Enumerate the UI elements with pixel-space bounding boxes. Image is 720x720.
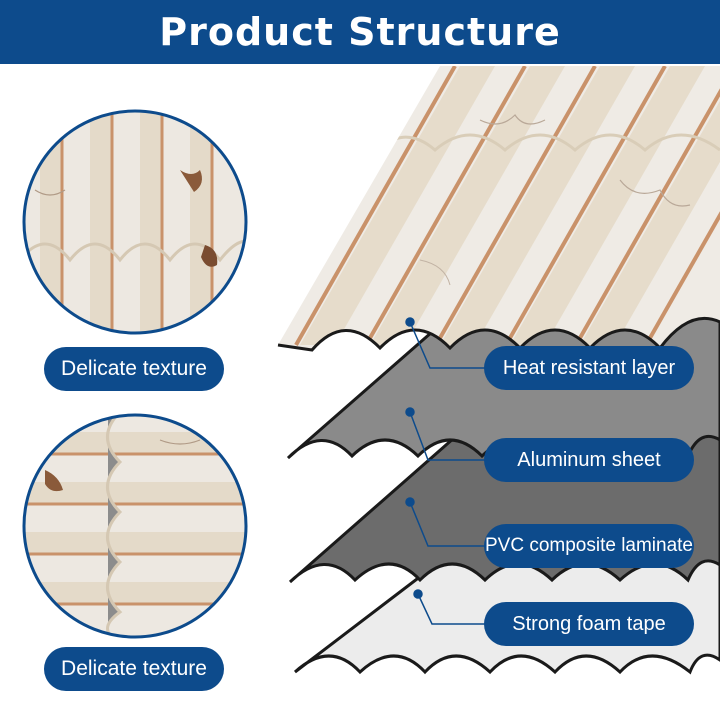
layer-heat-resistant [277, 66, 720, 352]
texture-label-2: Delicate texture [44, 647, 224, 691]
texture-label-1: Delicate texture [44, 347, 224, 391]
header-banner: Product Structure [0, 0, 720, 64]
leader-lines [405, 317, 488, 625]
layer-label-aluminum: Aluminum sheet [484, 438, 694, 482]
product-illustration: Delicate texture Delicate texture Heat r… [0, 64, 720, 720]
layer-label-heat-resistant: Heat resistant layer [484, 346, 694, 390]
layer-label-foam-tape: Strong foam tape [484, 602, 694, 646]
texture-circle-1-border [22, 109, 248, 335]
texture-circle-2-border [22, 413, 248, 639]
texture-circle-horizontal [24, 415, 246, 637]
layer-label-pvc: PVC composite laminate [484, 524, 694, 568]
page-title: Product Structure [159, 10, 561, 54]
texture-circle-vertical [24, 111, 246, 333]
